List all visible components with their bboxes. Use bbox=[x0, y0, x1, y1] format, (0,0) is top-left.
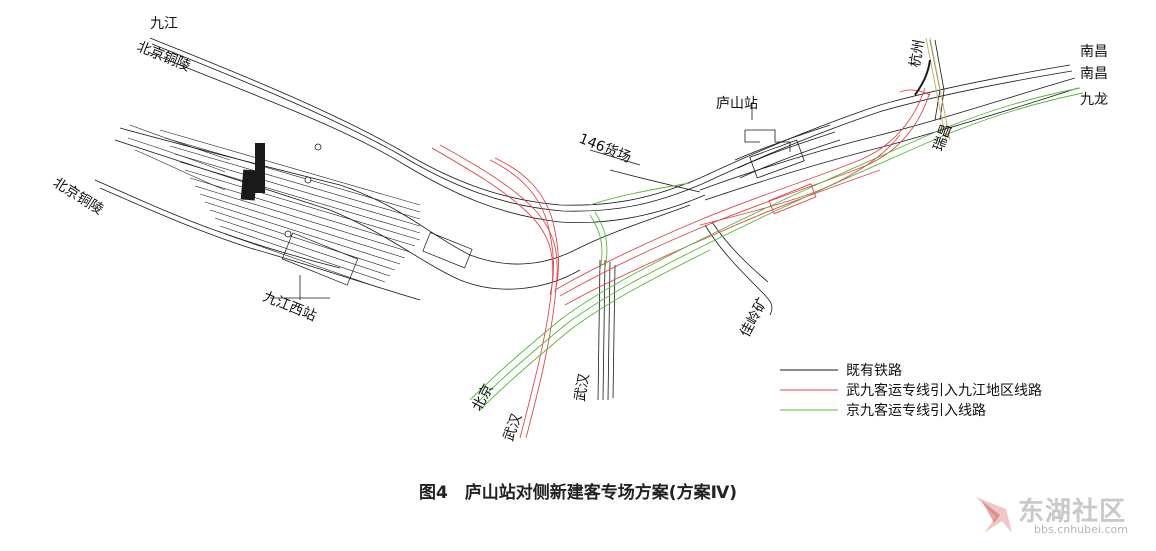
label-wuhan-bottom-mid: 武汉 bbox=[572, 372, 593, 402]
label-nanchang-1: 南昌 bbox=[1080, 44, 1108, 60]
yard-hatch-blocks bbox=[240, 143, 265, 201]
jiujiang-west-yard bbox=[127, 124, 421, 289]
wujiu-passenger-line bbox=[431, 87, 931, 439]
donghu-logo-icon bbox=[976, 497, 1012, 533]
figure-caption: 图4 庐山站对侧新建客专场方案(方案Ⅳ) bbox=[418, 483, 738, 503]
lushan-station-building bbox=[734, 124, 841, 179]
label-146-huochang: 146货场 bbox=[577, 130, 634, 166]
legend-label-jingjiu: 京九客运专线引入线路 bbox=[846, 402, 986, 419]
yard-markers bbox=[284, 143, 322, 238]
label-jialingkuang: 佳岭矿 bbox=[737, 295, 771, 340]
place-labels: 九江 北京铜陵 北京铜陵 九江西站 146货场 庐山站 杭州 瑞昌 南昌 南昌 … bbox=[50, 16, 1108, 443]
watermark: 东湖社区 bbs.cnhubei.com bbox=[972, 491, 1142, 543]
label-nanchang-2: 南昌 bbox=[1080, 66, 1108, 82]
label-lushan-station: 庐山站 bbox=[716, 96, 758, 112]
watermark-title: 东湖社区 bbox=[1018, 497, 1127, 527]
label-jiulong: 九龙 bbox=[1080, 92, 1108, 108]
label-ruichang: 瑞昌 bbox=[931, 122, 956, 154]
watermark-url: bbs.cnhubei.com bbox=[1034, 523, 1128, 536]
jingjiu-passenger-line bbox=[469, 87, 1084, 411]
label-jiujiang: 九江 bbox=[150, 16, 178, 32]
legend: 既有铁路 武九客运专线引入九江地区线路 京九客运专线引入线路 bbox=[780, 363, 1042, 419]
label-wuhan-bottom-left: 武汉 bbox=[501, 412, 526, 444]
label-hangzhou: 杭州 bbox=[907, 38, 928, 68]
existing-railway-lines bbox=[94, 37, 1079, 401]
label-jiujiang-west-station: 九江西站 bbox=[261, 289, 319, 325]
hangzhou-crossing bbox=[914, 37, 951, 141]
legend-label-wujiu: 武九客运专线引入九江地区线路 bbox=[846, 382, 1042, 399]
legend-label-existing: 既有铁路 bbox=[846, 363, 902, 379]
label-beijing-tongling-top: 北京铜陵 bbox=[135, 39, 193, 75]
